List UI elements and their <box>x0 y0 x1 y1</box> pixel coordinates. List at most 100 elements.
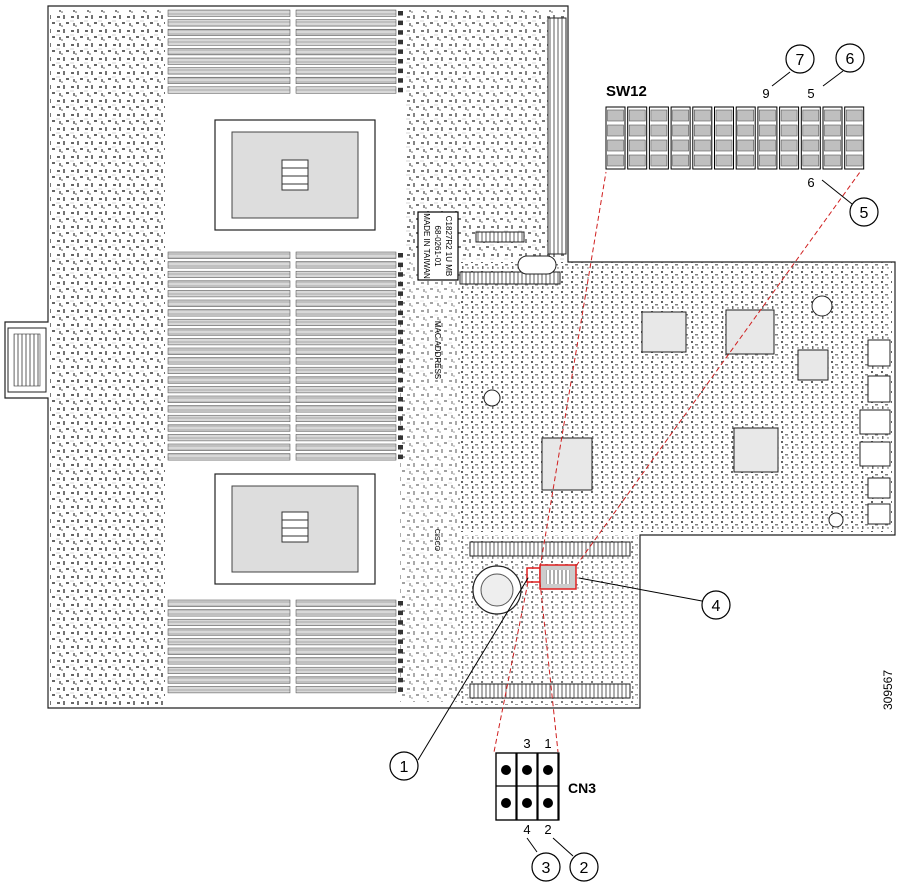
callout-1: 1 <box>389 751 419 781</box>
sw12-switch <box>670 106 691 170</box>
dimm-slot <box>295 376 397 384</box>
dimm-slot <box>295 414 397 422</box>
dimm-slot <box>167 405 291 413</box>
dimm-slot <box>295 57 397 65</box>
dimm-slot <box>167 338 291 346</box>
dimm-slot <box>167 19 291 27</box>
sw12-switch <box>800 106 821 170</box>
dimm-slot <box>167 666 291 674</box>
dimm-slot <box>167 347 291 355</box>
silk-mac: MAC ADDRESS <box>433 321 442 379</box>
dimm-slot <box>295 338 397 346</box>
callout-1-label: 1 <box>400 759 409 776</box>
dimm-slot <box>295 86 397 94</box>
dimm-slot <box>295 38 397 46</box>
dimm-slot <box>295 48 397 56</box>
dimm-slot <box>295 67 397 75</box>
dimm-slot <box>167 676 291 684</box>
mid-area <box>400 262 460 702</box>
callout-6-label: 6 <box>846 51 855 68</box>
dimm-slot <box>295 28 397 36</box>
dimm-slot <box>295 405 397 413</box>
callout-7: 7 <box>785 44 815 74</box>
dimm-slot <box>167 386 291 394</box>
dimm-slot <box>295 453 397 461</box>
cn3-pin-3: 3 <box>523 736 530 751</box>
callout-7-label: 7 <box>796 52 805 69</box>
dimm-slots <box>167 9 403 694</box>
dimm-slot <box>167 48 291 56</box>
silk-part: C1827R2 1U MB <box>444 216 453 276</box>
sw12-switch <box>779 106 800 170</box>
dimm-slot <box>167 443 291 451</box>
riser-connectors <box>459 17 631 699</box>
dimm-slot <box>295 618 397 626</box>
dimm-slot <box>295 676 397 684</box>
cn3-connector-detail <box>495 752 560 821</box>
dimm-slot <box>295 9 397 17</box>
cisco-label: CISCO <box>433 529 440 552</box>
callout-3-label: 3 <box>542 860 551 877</box>
dimm-slot <box>167 357 291 365</box>
dimm-slot <box>167 280 291 288</box>
cpu-socket-1 <box>214 119 376 231</box>
dimm-slot <box>167 609 291 617</box>
rtc-battery <box>472 565 522 615</box>
dimm-slot <box>167 67 291 75</box>
dimm-slot <box>295 328 397 336</box>
dimm-slot <box>167 395 291 403</box>
cpu-socket-2 <box>214 473 376 585</box>
dimm-slot <box>295 309 397 317</box>
silk-num2: MADE IN TAIWAN <box>422 213 431 279</box>
dimm-slot <box>167 251 291 259</box>
dimm-slot <box>295 270 397 278</box>
dimm-slot <box>167 86 291 94</box>
board-chips <box>483 295 844 528</box>
dimm-slot <box>167 657 291 665</box>
dimm-slot <box>167 328 291 336</box>
dimm-slot <box>295 347 397 355</box>
sw12-switch <box>844 106 865 170</box>
figure-id-text: 309567 <box>881 670 895 710</box>
dimm-slot <box>167 434 291 442</box>
lower-right-component-area <box>460 535 638 705</box>
sw12-switch <box>735 106 756 170</box>
dimm-slot <box>295 299 397 307</box>
sw12-pin-9: 9 <box>762 86 769 101</box>
dimm-slot <box>167 318 291 326</box>
dimm-slot <box>295 638 397 646</box>
cn3-pin-4: 4 <box>523 822 530 837</box>
dimm-slot <box>167 638 291 646</box>
dimm-slot <box>295 19 397 27</box>
callout-leaders <box>417 70 853 857</box>
dimm-slot <box>295 666 397 674</box>
dimm-slot <box>295 424 397 432</box>
dimm-slot <box>167 57 291 65</box>
dimm-slot <box>167 628 291 636</box>
sw12-switch-detail: SW12 <box>605 83 865 170</box>
silkscreen-label: C1827R2 1U MB 68-0261-01 MADE IN TAIWAN <box>417 211 459 281</box>
dimm-slot <box>167 261 291 269</box>
dimm-slot <box>167 647 291 655</box>
figure-id: 309567 <box>881 670 895 710</box>
dimm-slot <box>295 386 397 394</box>
callout-5-label: 5 <box>860 205 869 222</box>
dimm-slot <box>167 618 291 626</box>
dimm-slot <box>167 76 291 84</box>
sw12-switch <box>714 106 734 170</box>
dimm-slot <box>295 318 397 326</box>
sw12-switch <box>692 106 713 170</box>
left-component-area <box>50 10 165 705</box>
sw12-title: SW12 <box>606 83 647 100</box>
dimm-slot <box>167 414 291 422</box>
dimm-slot <box>167 299 291 307</box>
callout-2-label: 2 <box>580 860 589 877</box>
sw12-pin-6: 6 <box>807 175 814 190</box>
dimm-slot <box>295 609 397 617</box>
dimm-slot <box>295 395 397 403</box>
dimm-slot <box>167 366 291 374</box>
dimm-slot <box>167 290 291 298</box>
dimm-slot <box>295 290 397 298</box>
callout-6: 6 <box>835 43 865 73</box>
